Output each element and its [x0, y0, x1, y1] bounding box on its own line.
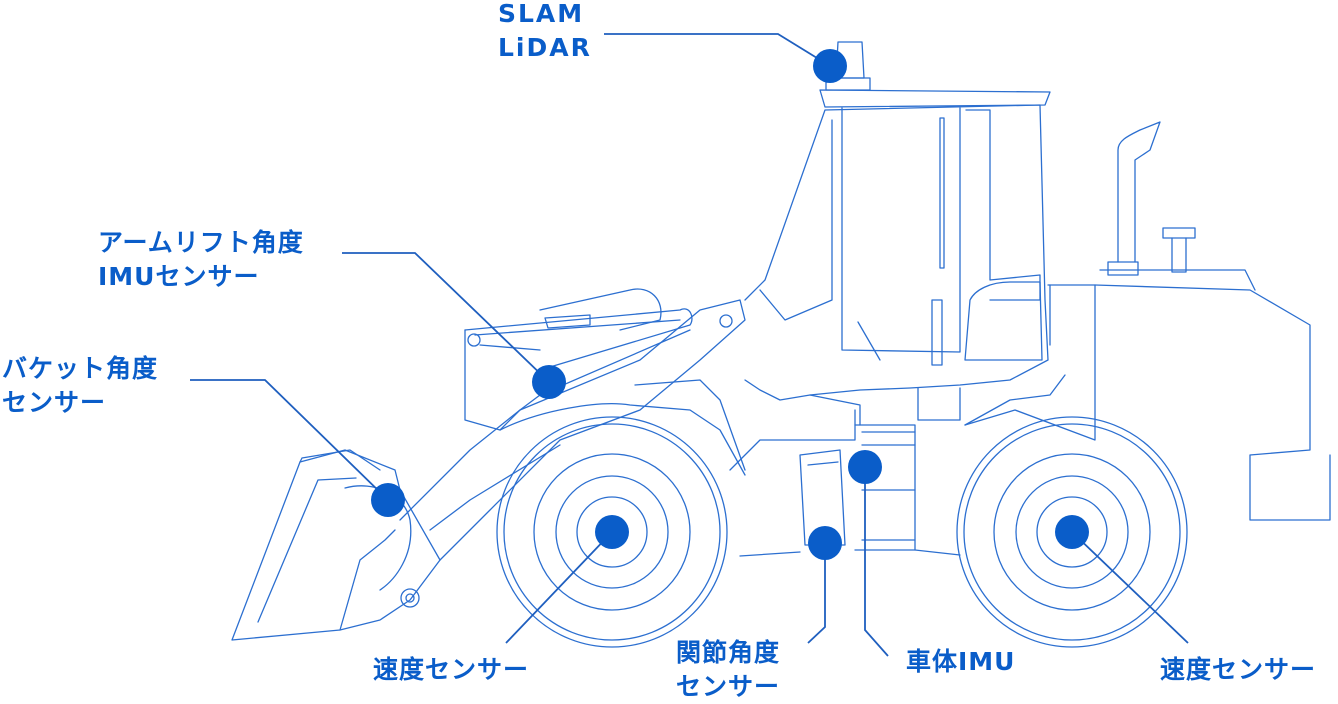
sensor-dot-body-imu: [848, 450, 882, 484]
label-line: LiDAR: [498, 33, 592, 62]
label-bucket: バケット角度 センサー: [2, 352, 158, 420]
leader-speed-front: [505, 531, 613, 644]
label-speed-rear: 速度センサー: [1160, 653, 1316, 687]
label-line: 速度センサー: [1160, 655, 1317, 684]
label-line: センサー: [676, 672, 781, 701]
leader-lines: [190, 33, 1189, 657]
sensor-dot-arm-lift: [532, 365, 566, 399]
label-slam-lidar: SLAM LiDAR: [498, 0, 592, 65]
leader-speed-rear: [1071, 531, 1189, 644]
label-line: IMUセンサー: [98, 262, 260, 291]
sensor-dot-slam-lidar: [813, 49, 847, 83]
leader-body-imu: [864, 467, 889, 657]
leader-slam-lidar: [604, 33, 831, 67]
label-speed-front: 速度センサー: [373, 653, 529, 687]
label-line: アームリフト角度: [98, 228, 304, 257]
label-body-imu: 車体IMU: [906, 645, 1015, 679]
label-line: SLAM: [498, 0, 585, 28]
wheel-loader-illustration: [231, 41, 1331, 648]
leader-arm-lift: [342, 252, 550, 383]
label-line: バケット角度: [2, 354, 159, 383]
label-line: 速度センサー: [373, 655, 530, 684]
label-line: 車体IMU: [906, 647, 1016, 676]
sensor-markers: [371, 49, 1089, 560]
sensor-dot-speed-front: [595, 515, 629, 549]
sensor-dot-speed-rear: [1055, 515, 1089, 549]
label-line: センサー: [2, 388, 107, 417]
leader-bucket: [190, 379, 389, 501]
sensor-dot-bucket: [371, 483, 405, 517]
leader-joint: [807, 543, 826, 644]
label-line: 関節角度: [676, 638, 781, 667]
label-arm-lift: アームリフト角度 IMUセンサー: [98, 226, 304, 294]
sensor-dot-joint: [808, 526, 842, 560]
label-joint: 関節角度 センサー: [676, 636, 780, 704]
